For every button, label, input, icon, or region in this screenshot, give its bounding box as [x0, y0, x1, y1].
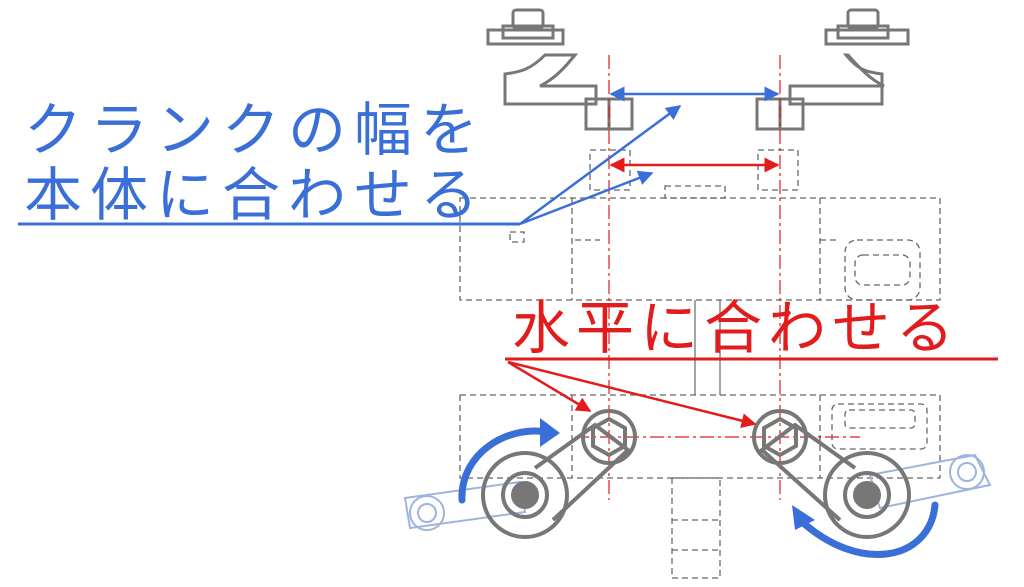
- left-crank: [481, 409, 637, 539]
- right-rotation-arrow: [796, 501, 939, 558]
- right-rotation-arrowhead: [792, 505, 815, 530]
- body-solid-details: [694, 300, 721, 395]
- right-bracket: [755, 8, 910, 131]
- blue-annotation-line1: クランクの幅を: [24, 96, 486, 164]
- left-rotation-arrowhead: [540, 418, 560, 447]
- center-lines: [575, 55, 860, 500]
- left-bracket: [486, 8, 634, 131]
- red-leader-2: [507, 360, 757, 428]
- left-rotation-arrow: [458, 427, 552, 504]
- red-annotation-text: 水平に合わせる: [512, 294, 960, 362]
- blue-annotation: クランクの幅を 本体に合わせる: [18, 96, 682, 229]
- left-crank-ghost: [403, 480, 527, 531]
- blue-leader-2: [519, 170, 654, 226]
- blue-leader-1: [519, 104, 682, 226]
- rotation-arrows: [458, 418, 939, 558]
- red-annotation: 水平に合わせる: [505, 294, 998, 428]
- red-leader-1: [507, 360, 592, 413]
- blue-annotation-line2: 本体に合わせる: [24, 161, 486, 229]
- right-crank: [752, 409, 911, 539]
